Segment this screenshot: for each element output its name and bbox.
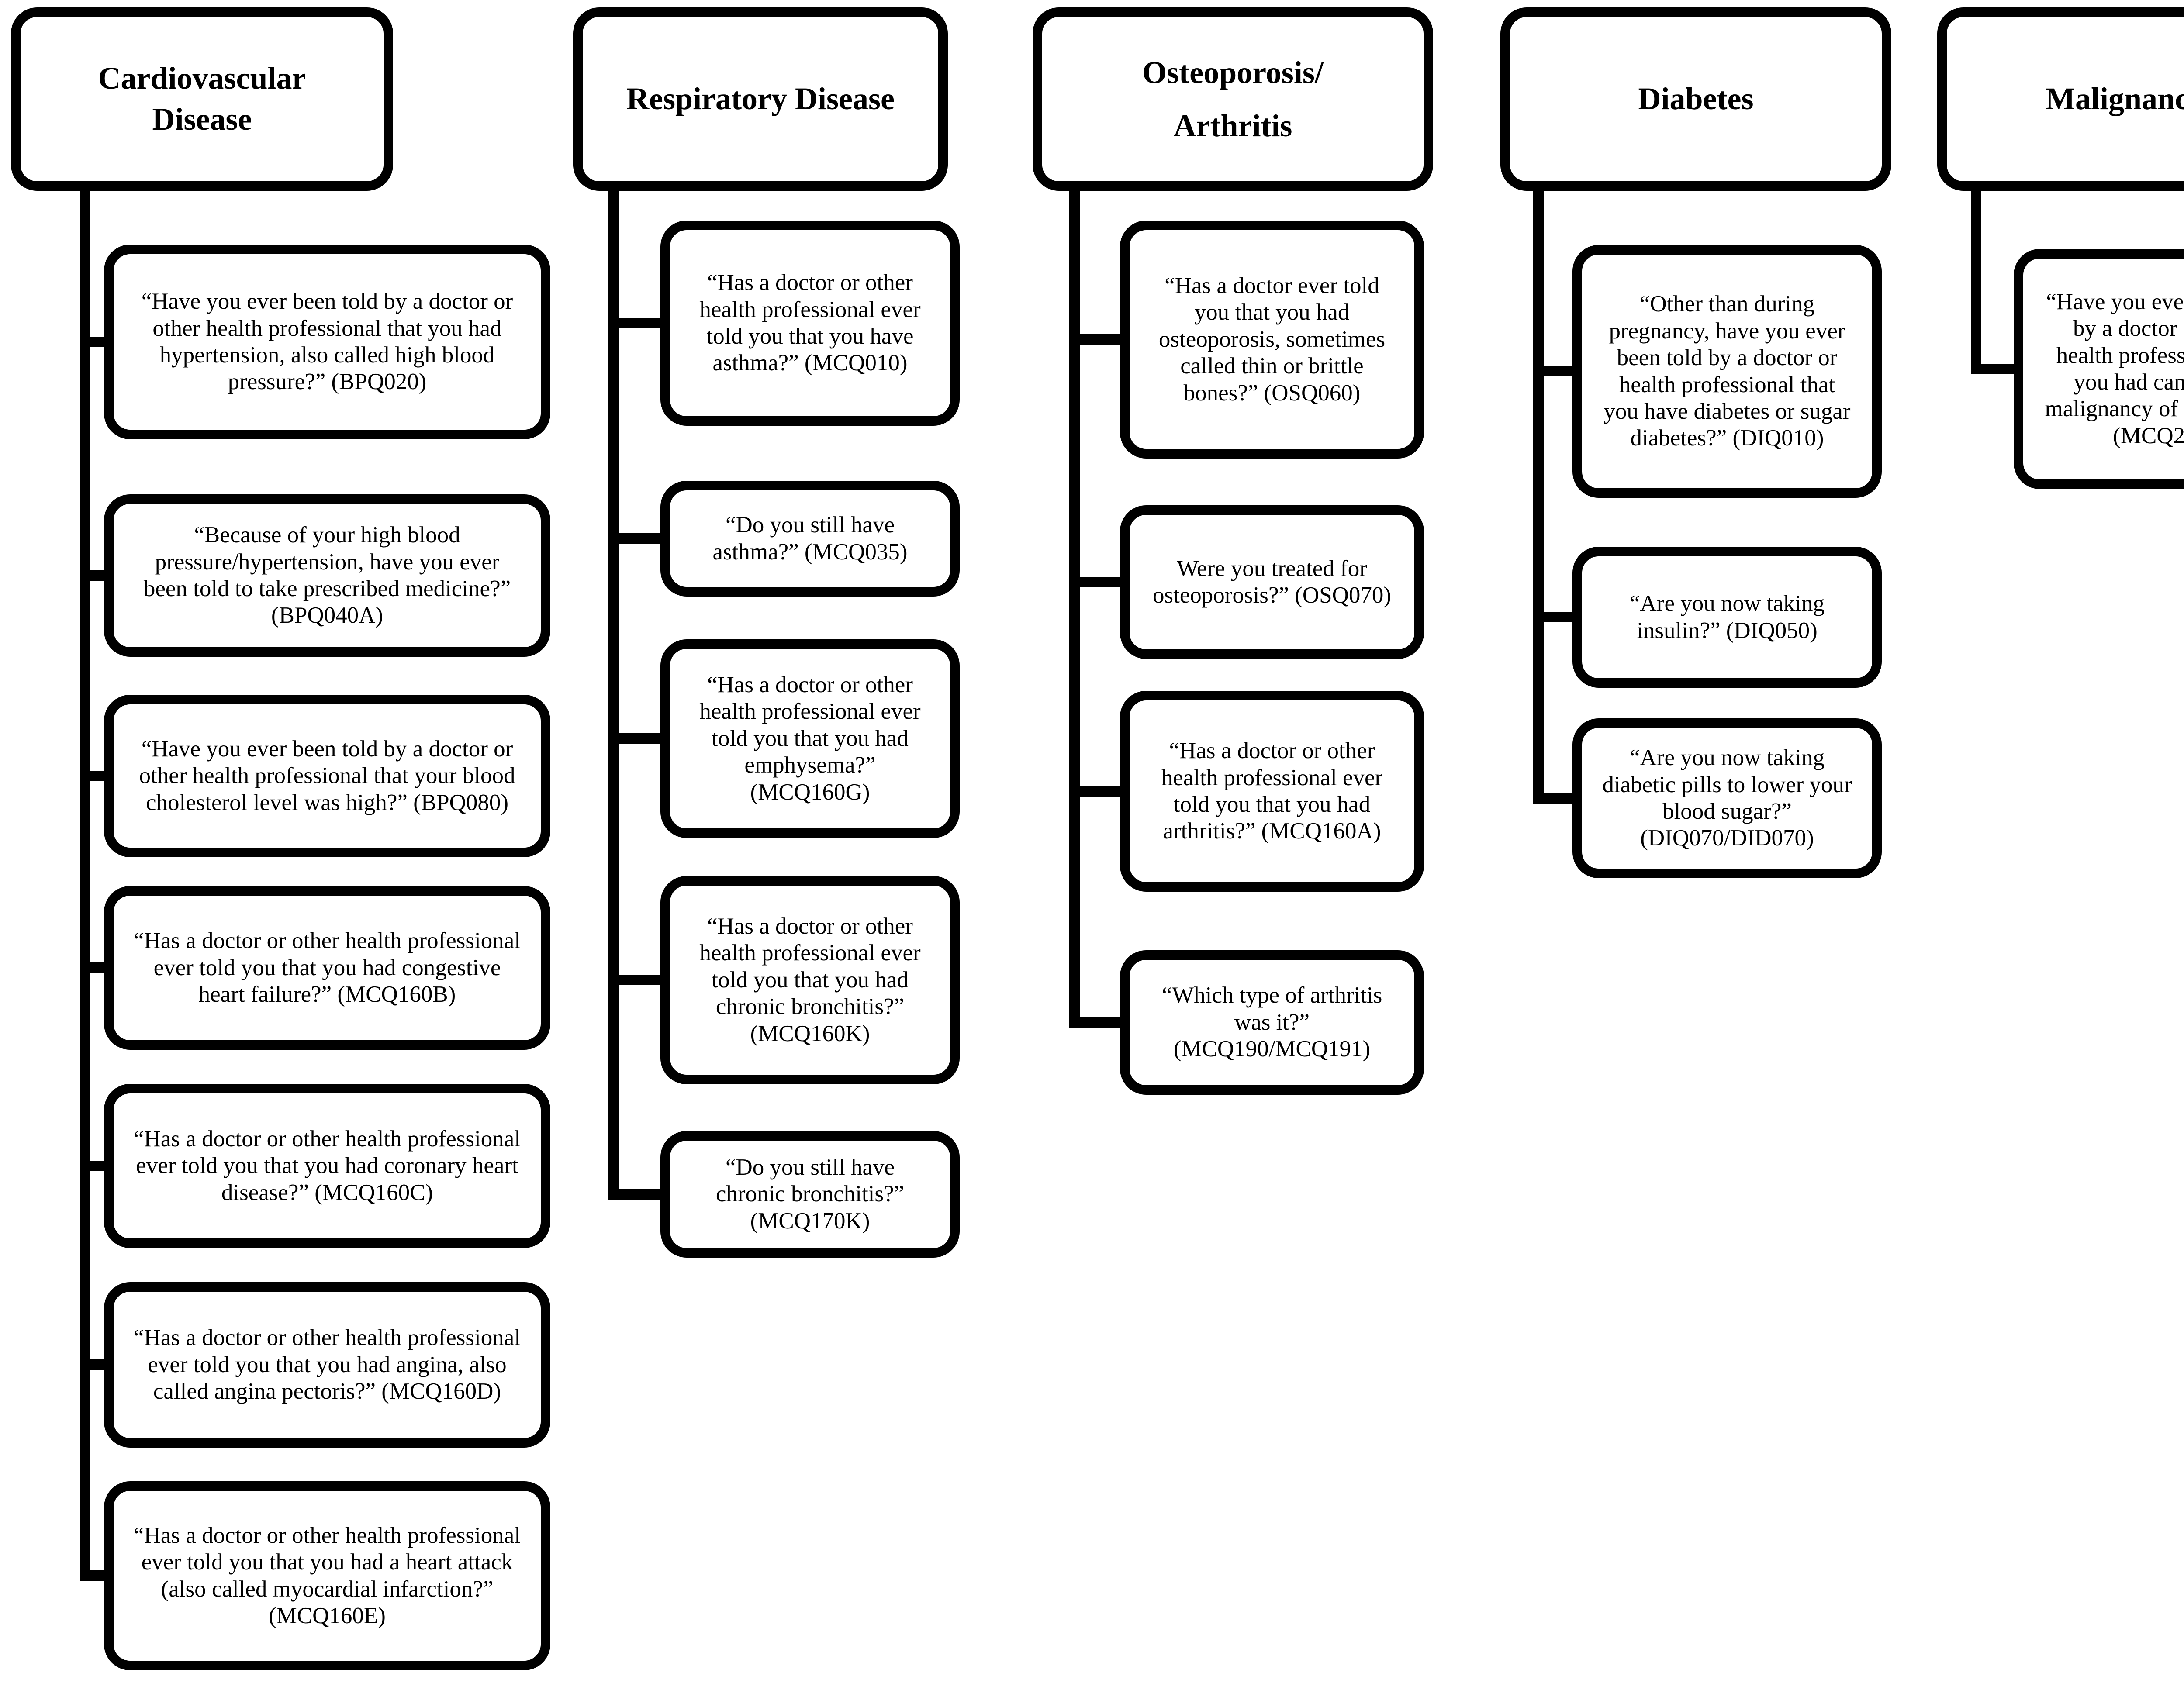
- question-box-bpq040a: “Because of your high blood pressure/hyp…: [104, 494, 550, 657]
- question-box-mcq160b: “Has a doctor or other health profession…: [104, 886, 550, 1050]
- category-header-cardiovascular-disease: Cardiovascular Disease: [11, 7, 393, 191]
- question-box-mcq190-mcq191: “Which type of arthritis was it?” (MCQ19…: [1120, 950, 1424, 1095]
- question-box-osq060: “Has a doctor ever told you that you had…: [1120, 221, 1424, 459]
- connector-trunk-diabetes: [1533, 191, 1544, 804]
- question-box-mcq010: “Has a doctor or other health profession…: [660, 221, 960, 426]
- question-box-diq050: “Are you now taking insulin?” (DIQ050): [1572, 547, 1882, 688]
- category-header-respiratory-disease: Respiratory Disease: [573, 7, 948, 191]
- question-box-osq070: Were you treated for osteoporosis?” (OSQ…: [1120, 505, 1424, 659]
- question-box-mcq160d: “Has a doctor or other health profession…: [104, 1282, 550, 1448]
- connector-trunk-respiratory: [608, 191, 619, 1200]
- question-box-mcq035: “Do you still have asthma?” (MCQ035): [660, 481, 960, 597]
- question-box-mcq160k: “Has a doctor or other health profession…: [660, 876, 960, 1084]
- question-box-bpq020: “Have you ever been told by a doctor or …: [104, 245, 550, 439]
- question-box-mcq170k: “Do you still have chronic bronchitis?” …: [660, 1131, 960, 1258]
- question-box-diq070-did070: “Are you now taking diabetic pills to lo…: [1572, 718, 1882, 878]
- category-header-diabetes: Diabetes: [1500, 7, 1891, 191]
- category-header-osteoporosis-arthritis: Osteoporosis/ Arthritis: [1033, 7, 1433, 191]
- question-box-mcq160c: “Has a doctor or other health profession…: [104, 1084, 550, 1248]
- question-box-diq010: “Other than during pregnancy, have you e…: [1572, 245, 1882, 498]
- question-box-mcq220: “Have you ever been told by a doctor or …: [2014, 249, 2184, 489]
- question-box-mcq160a: “Has a doctor or other health profession…: [1120, 691, 1424, 892]
- connector-trunk-malignancy: [1971, 191, 1981, 374]
- connector-trunk-cardiovascular: [80, 191, 90, 1581]
- question-box-bpq080: “Have you ever been told by a doctor or …: [104, 695, 550, 857]
- connector-trunk-osteoporosis: [1069, 191, 1080, 1028]
- category-header-malignancy: Malignancy: [1937, 7, 2184, 191]
- question-box-mcq160g: “Has a doctor or other health profession…: [660, 639, 960, 838]
- question-box-mcq160e: “Has a doctor or other health profession…: [104, 1481, 550, 1670]
